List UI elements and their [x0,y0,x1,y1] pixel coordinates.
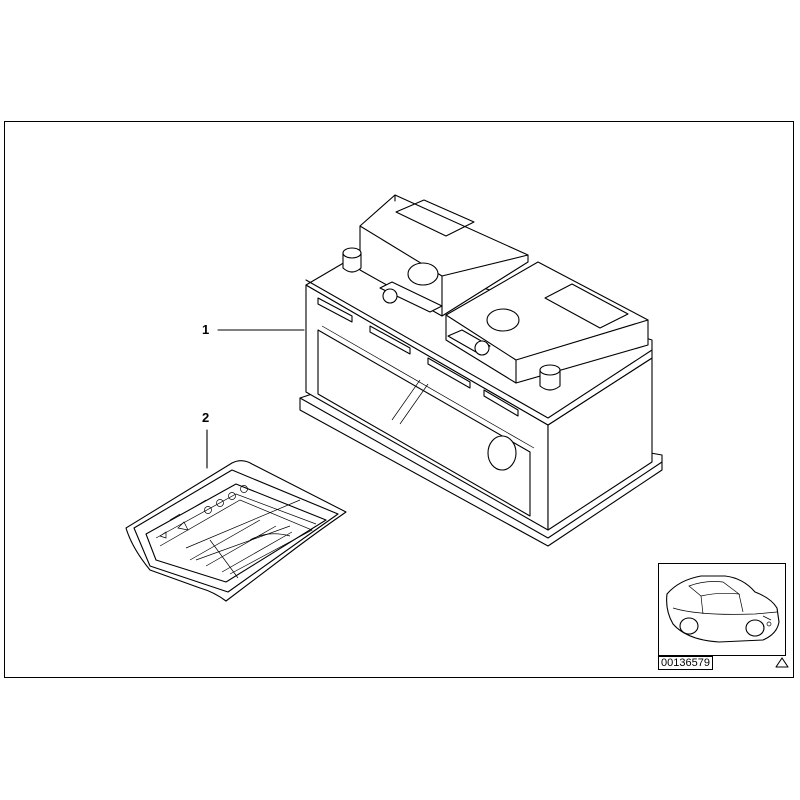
diagram-frame [4,121,794,678]
warning-triangle-icon [775,657,789,668]
callout-2-label: 2 [202,410,210,425]
vehicle-inset [658,563,786,656]
callout-1-label: 1 [202,322,210,337]
car-outline-icon [666,575,780,643]
battery-drawing [299,194,663,547]
document-pouch-drawing [125,460,347,602]
part-number-label: 00136579 [658,656,713,670]
